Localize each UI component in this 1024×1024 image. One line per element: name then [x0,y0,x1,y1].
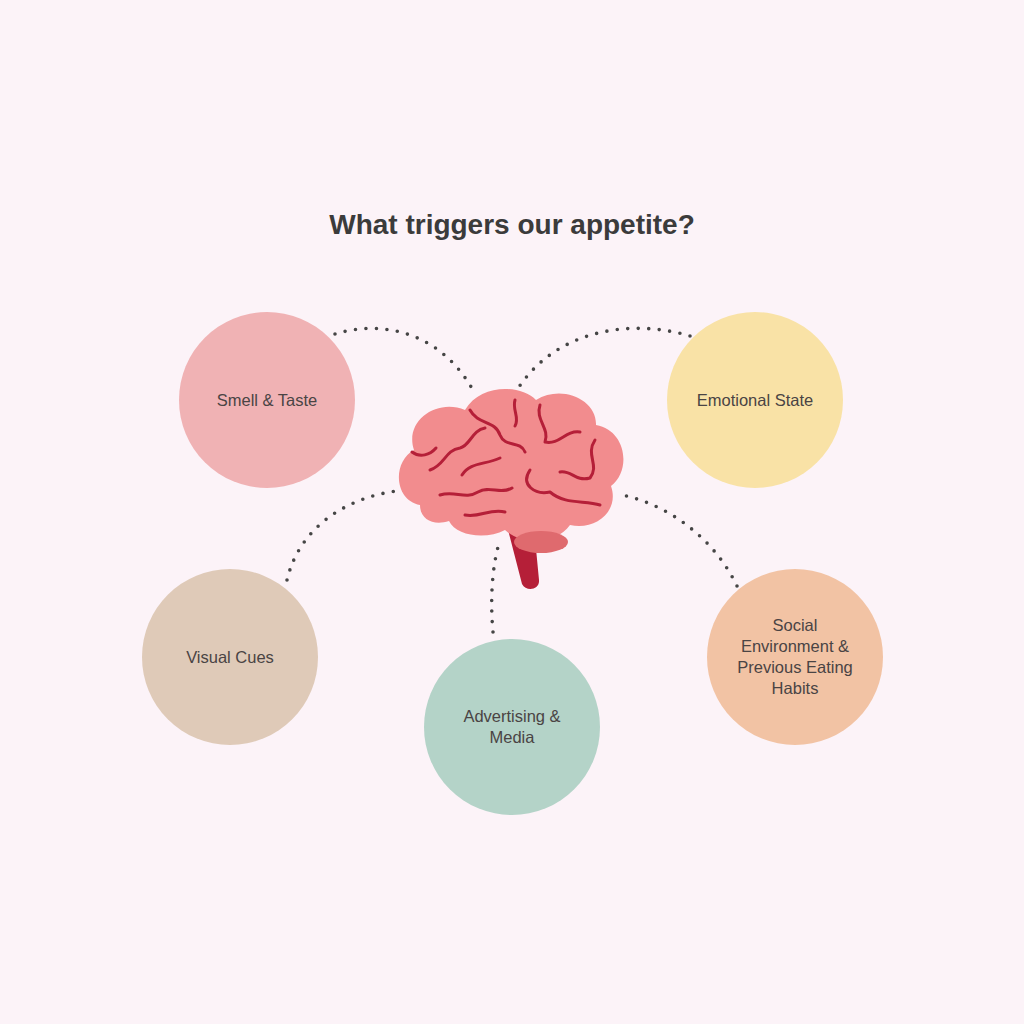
brain-fold [514,400,516,426]
category-circle: Emotional State [667,312,843,488]
category-circle: Social Environment & Previous Eating Hab… [707,569,883,745]
circle-fill [667,312,843,488]
brain-fold [412,448,436,455]
brain-fold [440,488,512,495]
circle-fill [179,312,355,488]
brain-fold [527,470,600,505]
dotted-leader [492,540,500,632]
circle-outline [424,639,600,815]
dotted-leader [622,495,737,586]
brain-shape [399,389,624,541]
brain-fold [462,458,500,475]
dotted-leader [287,490,405,580]
dotted-leader [517,328,690,390]
circle-fill [707,569,883,745]
circle-outline [707,569,883,745]
circle-label: Smell & Taste [217,390,318,411]
category-circle: Advertising & Media [424,639,600,815]
brain-cerebellum [514,531,568,553]
brain-fold [465,511,505,516]
diagram-title: What triggers our appetite? [0,209,1024,241]
brain-fold [560,440,595,479]
circle-label: Visual Cues [186,647,274,668]
category-circle: Smell & Taste [179,312,355,488]
brain-fold [539,405,580,442]
dotted-leader [335,328,474,392]
circle-label: Advertising & Media [447,706,577,748]
circle-label: Social Environment & Previous Eating Hab… [733,615,858,699]
circle-label: Emotional State [697,390,813,411]
category-circle: Visual Cues [142,569,318,745]
circle-fill [142,569,318,745]
circle-fill [424,639,600,815]
